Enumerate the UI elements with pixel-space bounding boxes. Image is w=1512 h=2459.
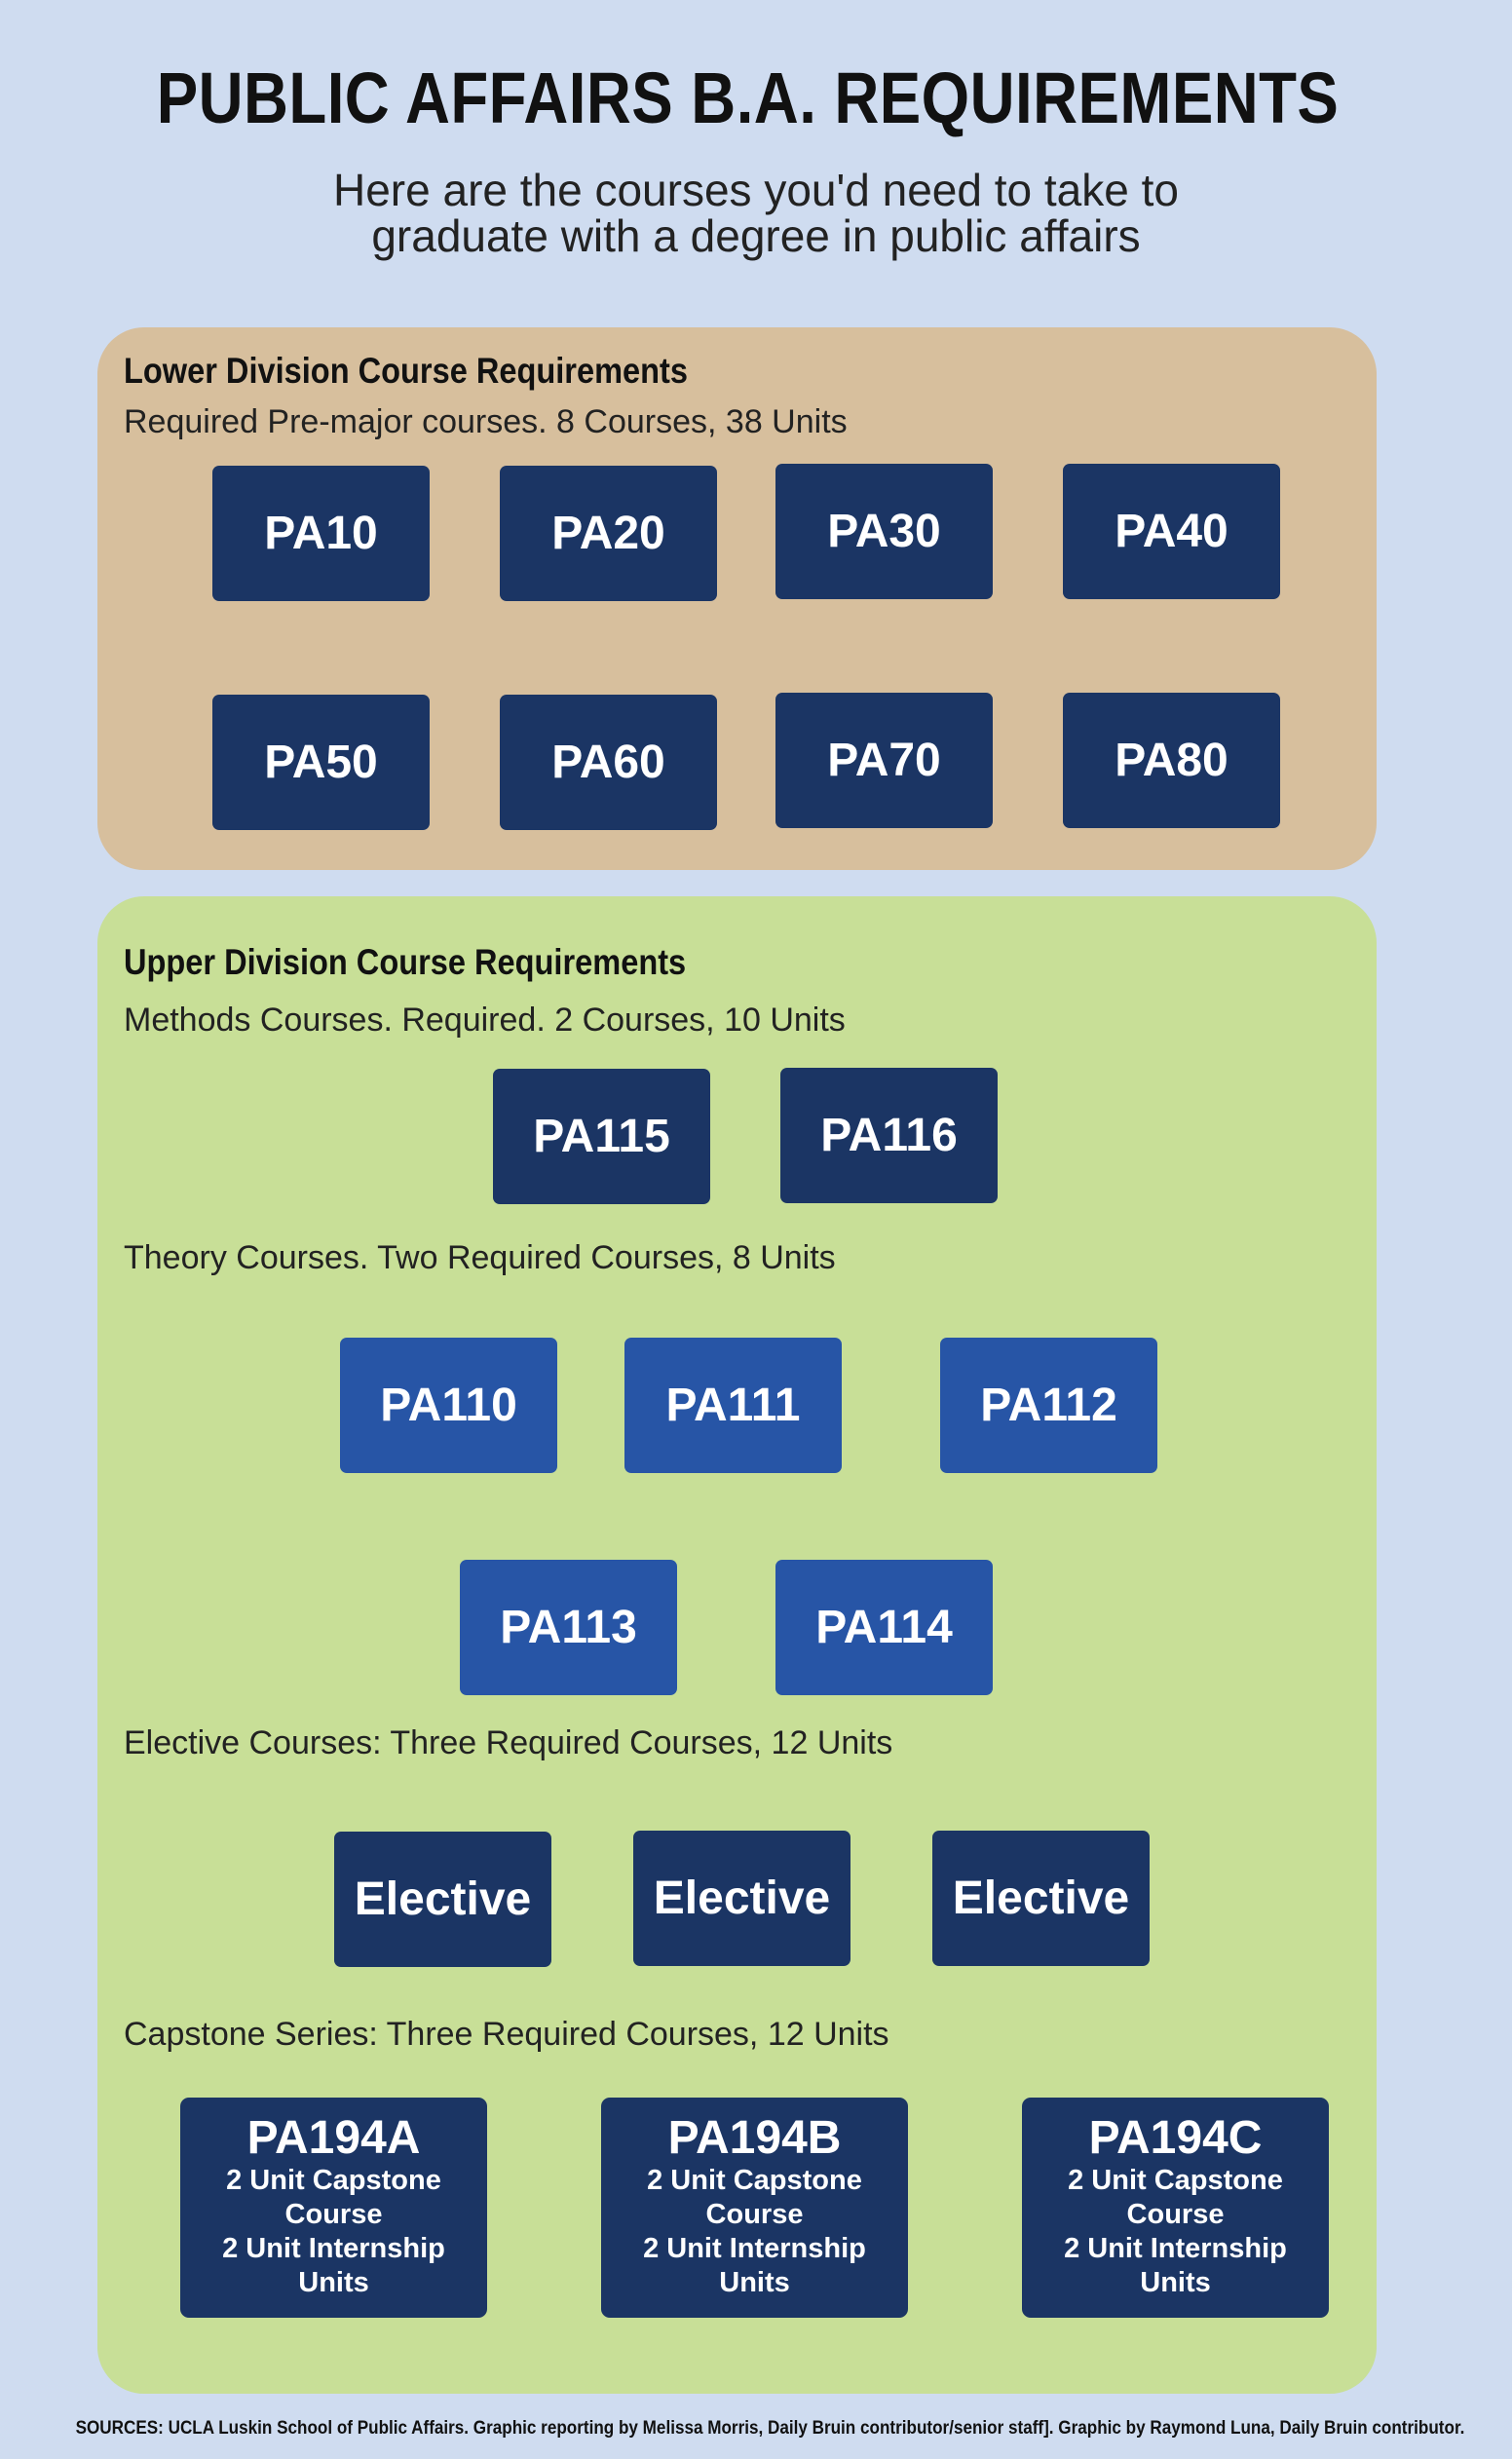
- capstone-line: Units: [298, 2267, 369, 2298]
- course-box: PA111: [624, 1338, 842, 1473]
- course-box: PA50: [212, 695, 430, 830]
- capstone-line: 2 Unit Capstone: [647, 2165, 862, 2196]
- upper-division-heading: Upper Division Course Requirements: [124, 942, 687, 982]
- course-box: PA116: [780, 1068, 998, 1203]
- capstone-line: 2 Unit Capstone: [226, 2165, 441, 2196]
- course-box: Elective: [334, 1832, 551, 1967]
- course-box: PA40: [1063, 464, 1280, 599]
- lower-division-description: Required Pre-major courses. 8 Courses, 3…: [124, 403, 848, 440]
- capstone-line: 2 Unit Internship: [643, 2233, 866, 2264]
- course-box: PA80: [1063, 693, 1280, 828]
- course-box: PA114: [775, 1560, 993, 1695]
- course-box: PA112: [940, 1338, 1157, 1473]
- capstone-box: PA194C 2 Unit Capstone Course 2 Unit Int…: [1022, 2098, 1329, 2318]
- course-box: PA110: [340, 1338, 557, 1473]
- capstone-code: PA194B: [667, 2112, 842, 2164]
- course-box: PA30: [775, 464, 993, 599]
- capstone-box: PA194B 2 Unit Capstone Course 2 Unit Int…: [601, 2098, 908, 2318]
- capstone-code: PA194C: [1088, 2112, 1263, 2164]
- course-box: PA115: [493, 1069, 710, 1204]
- capstone-line: Units: [1140, 2267, 1211, 2298]
- capstone-line: Course: [705, 2199, 804, 2230]
- course-box: PA20: [500, 466, 717, 601]
- elective-description: Elective Courses: Three Required Courses…: [124, 1724, 893, 1761]
- capstone-code: PA194A: [246, 2112, 421, 2164]
- lower-division-heading: Lower Division Course Requirements: [124, 351, 688, 391]
- capstone-box: PA194A 2 Unit Capstone Course 2 Unit Int…: [180, 2098, 487, 2318]
- capstone-line: Course: [284, 2199, 383, 2230]
- capstone-description: Capstone Series: Three Required Courses,…: [124, 2016, 889, 2053]
- course-box: Elective: [633, 1831, 850, 1966]
- methods-description: Methods Courses. Required. 2 Courses, 10…: [124, 1002, 846, 1039]
- capstone-line: 2 Unit Capstone: [1068, 2165, 1283, 2196]
- capstone-line: Course: [1126, 2199, 1225, 2230]
- subtitle-line: graduate with a degree in public affairs: [371, 210, 1141, 261]
- capstone-line: 2 Unit Internship: [1064, 2233, 1287, 2264]
- subtitle-line: Here are the courses you'd need to take …: [333, 165, 1179, 215]
- course-box: PA113: [460, 1560, 677, 1695]
- theory-description: Theory Courses. Two Required Courses, 8 …: [124, 1239, 836, 1276]
- capstone-line: Units: [719, 2267, 790, 2298]
- course-box: PA60: [500, 695, 717, 830]
- course-box: PA10: [212, 466, 430, 601]
- course-box: PA70: [775, 693, 993, 828]
- capstone-line: 2 Unit Internship: [222, 2233, 445, 2264]
- sources-credit: SOURCES: UCLA Luskin School of Public Af…: [75, 2418, 1465, 2439]
- page-title: PUBLIC AFFAIRS B.A. REQUIREMENTS: [156, 57, 1340, 138]
- page-subtitle: Here are the courses you'd need to take …: [0, 168, 1512, 259]
- course-box: Elective: [932, 1831, 1150, 1966]
